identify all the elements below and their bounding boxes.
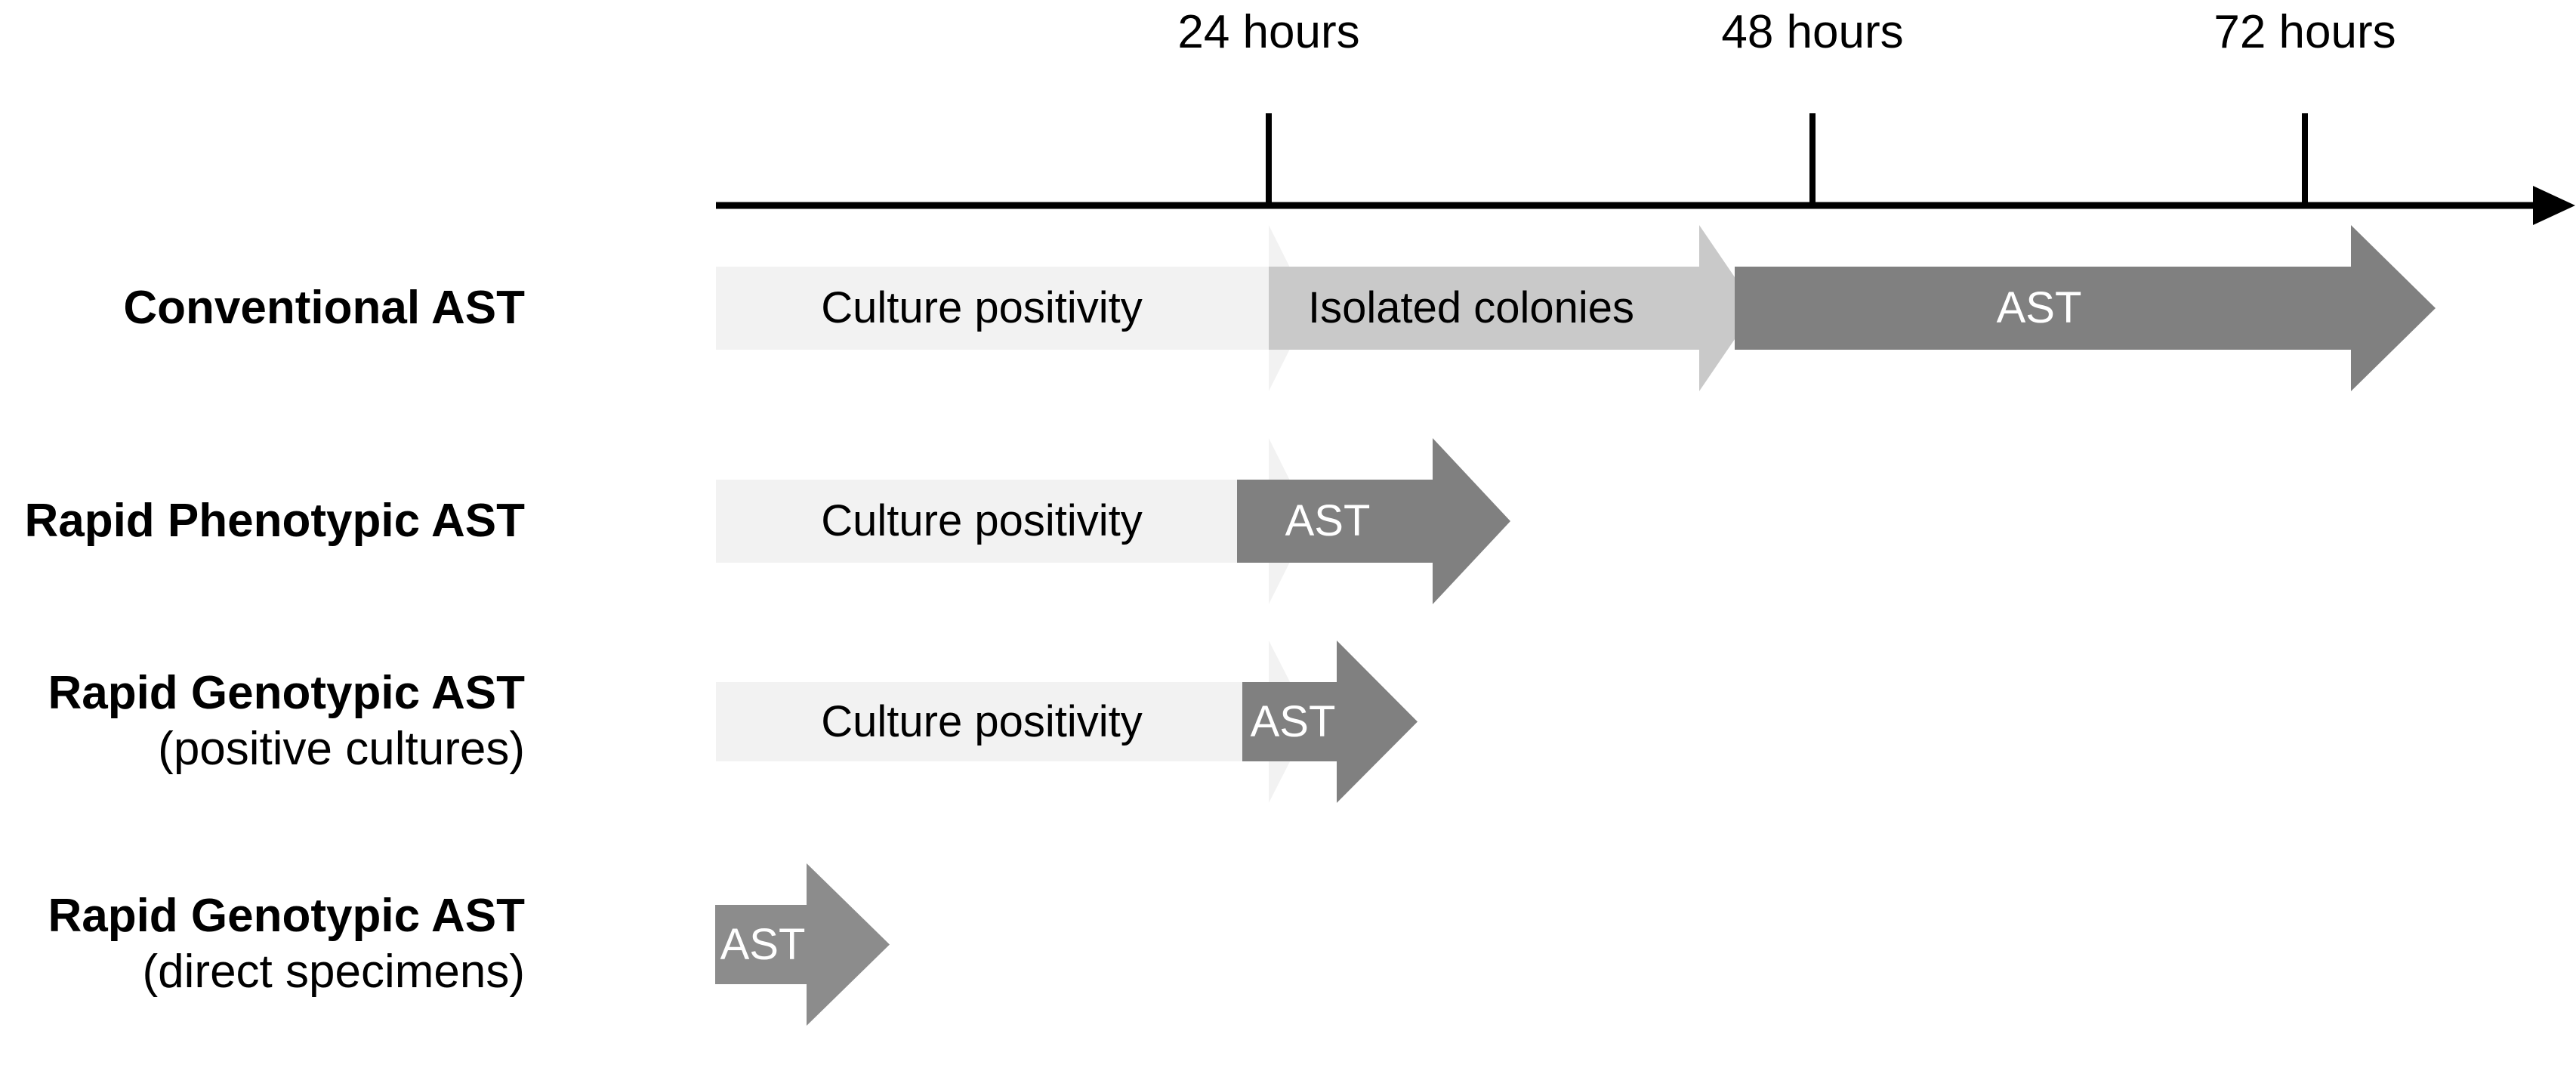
row-label-line2: (direct specimens) <box>142 946 525 998</box>
row-label-line1: Conventional AST <box>123 282 525 334</box>
arrow-rapid-phenotypic-ast-ast <box>1237 438 1510 604</box>
time-tick-2 <box>1809 113 1816 205</box>
timeline-axis-line <box>716 202 2533 209</box>
time-tick-label-1: 24 hours <box>1177 6 1360 58</box>
row-label-rapid-phenotypic-ast: Rapid Phenotypic AST <box>24 493 525 549</box>
time-tick-1 <box>1266 113 1272 205</box>
row-label-rapid-genotypic-ast-direct-specimens: Rapid Genotypic AST(direct specimens) <box>48 888 525 1000</box>
arrow-rapid-genotypic-ast-positive-cultures-ast <box>1242 641 1418 803</box>
time-tick-label-2: 48 hours <box>1721 6 1904 58</box>
arrow-rapid-phenotypic-ast-culture-positivity <box>716 438 1310 604</box>
row-label-conventional-ast: Conventional AST <box>123 280 525 336</box>
arrow-conventional-ast-isolated-colonies <box>1269 225 1756 391</box>
row-label-line2: (positive cultures) <box>158 723 525 775</box>
arrow-rapid-genotypic-ast-direct-specimens-ast <box>715 863 890 1026</box>
row-label-rapid-genotypic-ast-positive-cultures: Rapid Genotypic AST(positive cultures) <box>48 665 525 777</box>
row-label-line1: Rapid Genotypic AST <box>48 890 525 942</box>
timeline-axis-arrowhead <box>2533 186 2575 225</box>
row-label-line1: Rapid Phenotypic AST <box>24 495 525 547</box>
time-tick-label-3: 72 hours <box>2214 6 2396 58</box>
arrow-conventional-ast-culture-positivity <box>716 225 1310 391</box>
time-tick-3 <box>2302 113 2308 205</box>
row-label-line1: Rapid Genotypic AST <box>48 667 525 719</box>
arrow-conventional-ast-ast <box>1735 225 2436 391</box>
arrow-rapid-genotypic-ast-positive-cultures-culture-positivity <box>716 641 1310 803</box>
